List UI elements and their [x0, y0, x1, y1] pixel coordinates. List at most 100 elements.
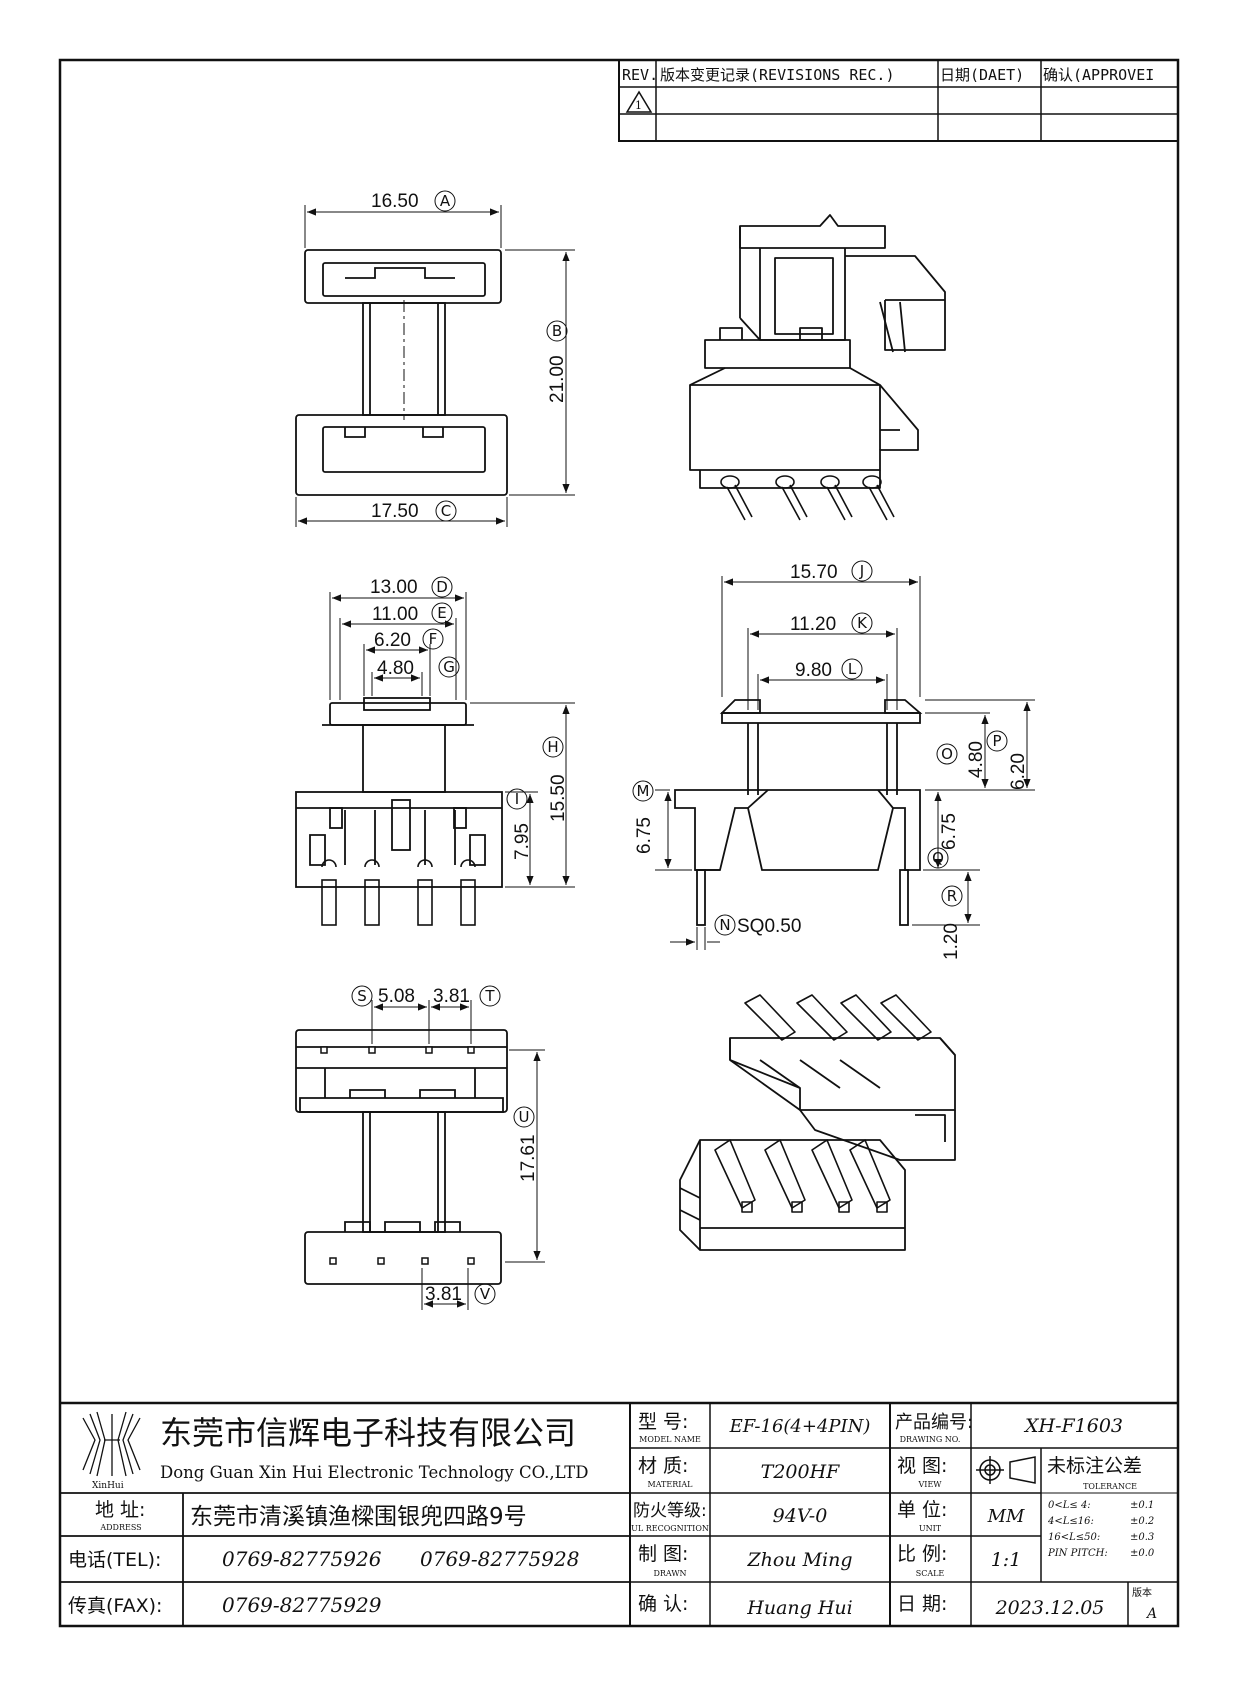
tol-row-4-range: PIN PITCH:	[1047, 1548, 1108, 1559]
dim-e-value: 11.00	[372, 604, 418, 625]
dim-b-tag: B	[552, 322, 562, 340]
tel-label: 电话(TEL):	[68, 1549, 161, 1571]
model-label: 型 号:	[638, 1411, 688, 1433]
dim-s-value: 5.08	[378, 986, 415, 1007]
date-label: 日 期:	[897, 1593, 947, 1615]
scale-value: 1:1	[991, 1549, 1022, 1571]
front-view-dims: 13.00 D 11.00 E 6.20 F 4.80 G H 15.50 I …	[329, 576, 575, 888]
dim-p-tag: P	[992, 732, 1001, 750]
drawn-label-en: DRAWN	[653, 1569, 686, 1578]
drawn-value: Zhou Ming	[746, 1549, 852, 1571]
dim-d-tag: D	[436, 578, 448, 596]
tolerance-label-en: TOLERANCE	[1083, 1482, 1137, 1491]
material-value: T200HF	[761, 1461, 841, 1483]
scale-label: 比 例:	[897, 1543, 947, 1565]
front-view	[295, 697, 503, 926]
dim-t-value: 3.81	[433, 986, 470, 1007]
model-label-en: MODEL NAME	[639, 1435, 701, 1444]
tol-row-2-value: ±0.2	[1130, 1516, 1154, 1527]
ul-label-en: UL RECOGNITION	[631, 1524, 709, 1533]
revision-date-col-header: 日期(DAET)	[940, 66, 1024, 84]
dim-j-value: 15.70	[790, 562, 838, 583]
dim-s-tag: S	[357, 987, 367, 1005]
version-label: 版本	[1132, 1586, 1152, 1599]
fax-value: 0769-82775929	[222, 1593, 382, 1617]
fax-label: 传真(FAX):	[68, 1595, 162, 1617]
dim-u-tag: U	[519, 1108, 530, 1126]
dim-u-value: 17.61	[518, 1134, 539, 1182]
dim-r-tag: R	[947, 887, 957, 905]
tol-row-1-range: 0<L≤ 4:	[1048, 1500, 1091, 1511]
version-value: A	[1145, 1606, 1157, 1622]
dim-v-tag: V	[480, 1285, 491, 1303]
side-view-dims: 15.70 J 11.20 K 9.80 L O 4.80 P 6.20 M 6…	[632, 560, 1035, 960]
dim-o-tag: O	[941, 745, 953, 763]
top-view-dims: 16.50 A B 21.00 17.50 C	[295, 190, 575, 527]
tolerance-label: 未标注公差	[1047, 1455, 1142, 1477]
dim-e-tag: E	[437, 604, 446, 622]
unit-value: MM	[987, 1506, 1025, 1527]
check-label: 确 认:	[638, 1593, 688, 1615]
drawing-no-label: 产品编号:	[895, 1412, 973, 1433]
scale-label-en: SCALE	[916, 1569, 945, 1578]
isometric-view-top	[689, 214, 946, 521]
material-label: 材 质:	[638, 1455, 688, 1477]
drawing-no-label-en: DRAWING NO.	[900, 1435, 961, 1444]
check-value: Huang Hui	[746, 1597, 852, 1619]
company-logo: XinHui	[82, 1411, 141, 1491]
dim-r-value: 1.20	[941, 923, 962, 960]
date-value: 2023.12.05	[995, 1597, 1105, 1619]
dim-q-tag: Q	[932, 849, 944, 867]
dim-b-value: 21.00	[547, 355, 568, 403]
projection-symbol-icon	[976, 1456, 1036, 1484]
address-label: 地 址:	[95, 1499, 145, 1521]
dim-t-tag: T	[484, 987, 495, 1005]
dim-p-value: 6.20	[1008, 753, 1029, 790]
unit-label-en: UNIT	[919, 1524, 942, 1533]
model-value: EF-16(4+4PIN)	[729, 1416, 871, 1437]
unit-label: 单 位:	[897, 1499, 947, 1521]
title-block-grid	[60, 1401, 1178, 1626]
side-view	[674, 699, 923, 926]
dim-m-tag: M	[637, 782, 650, 800]
dim-g-tag: G	[443, 658, 455, 676]
dim-j-tag: J	[859, 562, 864, 580]
dim-c-tag: C	[441, 502, 451, 520]
dim-q-value: 6.75	[939, 813, 960, 850]
revision-triangle-icon	[625, 90, 653, 113]
logo-text: XinHui	[92, 1481, 124, 1491]
company-name-cn: 东莞市信辉电子科技有限公司	[160, 1414, 576, 1452]
isometric-view-bottom	[679, 994, 956, 1251]
revision-mark: 1	[635, 99, 642, 112]
tol-row-3-value: ±0.3	[1130, 1532, 1154, 1543]
dim-a-value: 16.50	[371, 191, 419, 212]
tel-value-1: 0769-82775926	[222, 1547, 382, 1571]
company-name-en: Dong Guan Xin Hui Electronic Technology …	[160, 1463, 589, 1482]
dim-h-value: 15.50	[548, 774, 569, 822]
tol-row-1-value: ±0.1	[1130, 1500, 1154, 1511]
dim-l-tag: L	[848, 660, 857, 678]
dim-f-tag: F	[429, 630, 438, 648]
dim-d-value: 13.00	[370, 577, 418, 598]
tol-row-4-value: ±0.0	[1130, 1548, 1155, 1559]
address-value: 东莞市清溪镇渔樑围银兜四路9号	[190, 1504, 527, 1530]
dim-o-value: 4.80	[966, 741, 987, 778]
tol-row-2-range: 4<L≤16:	[1047, 1516, 1094, 1527]
drawn-label: 制 图:	[638, 1543, 688, 1565]
tol-row-3-range: 16<L≤50:	[1048, 1532, 1100, 1543]
dim-n-value: SQ0.50	[737, 916, 801, 937]
top-view	[295, 249, 508, 496]
ul-value: 94V-0	[773, 1505, 828, 1527]
view-label: 视 图:	[897, 1455, 947, 1477]
revisions-record-col-header: 版本变更记录(REVISIONS REC.)	[660, 66, 895, 84]
revision-table: REV. 版本变更记录(REVISIONS REC.) 日期(DAET) 确认(…	[618, 59, 1179, 142]
dim-i-tag: I	[515, 790, 519, 808]
bottom-view	[295, 1029, 508, 1285]
dim-g-value: 4.80	[377, 658, 414, 679]
bottom-view-dims: S 5.08 3.81 T U 17.61 3.81 V	[351, 985, 545, 1310]
dim-m-value: 6.75	[634, 817, 655, 854]
ul-label: 防火等级:	[633, 1501, 707, 1521]
dim-k-tag: K	[857, 614, 868, 632]
dim-c-value: 17.50	[371, 501, 419, 522]
